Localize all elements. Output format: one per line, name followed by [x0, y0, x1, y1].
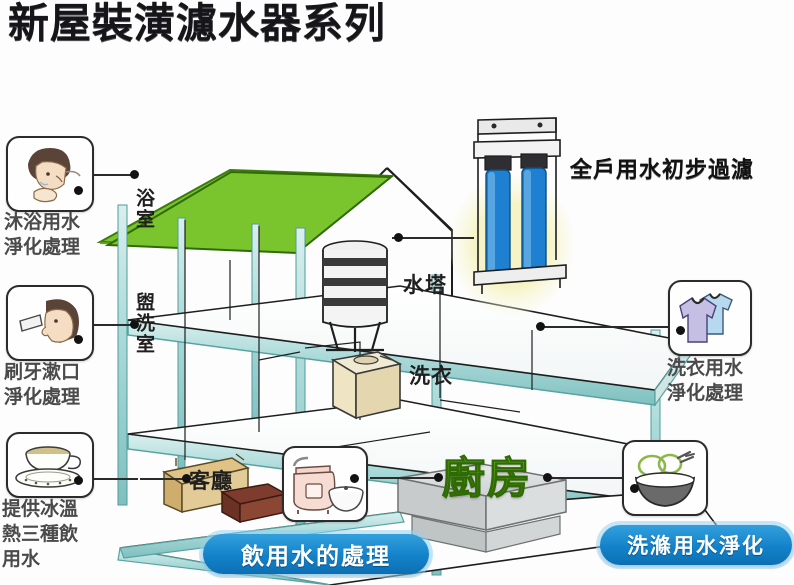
water-tank-icon [322, 240, 388, 352]
callout-label-teacup-line3: 用水 [2, 548, 41, 570]
room-label-bathroom: 浴室 [133, 188, 155, 230]
page-title: 新屋裝潢濾水器系列 [8, 0, 386, 47]
callout-box-shower[interactable] [6, 136, 94, 212]
room-label-kitchen: 廚房 [442, 444, 532, 506]
callout-label-toothbrush-line1: 刷牙漱口 [4, 361, 81, 383]
callout-label-shower-line2: 淨化處理 [4, 236, 81, 258]
callout-box-laundry[interactable] [668, 280, 752, 356]
junction-dot [394, 233, 403, 242]
junction-dot [536, 322, 545, 331]
connector-shower [88, 174, 134, 176]
callout-anchor-dot [630, 484, 639, 493]
callout-anchor-dot [74, 186, 83, 195]
twin-cartridge-filter-icon [473, 117, 567, 294]
callout-anchor-dot [74, 476, 83, 485]
washing-water-badge[interactable]: 洗滌用水淨化 [600, 525, 792, 565]
junction-dot [543, 473, 552, 482]
connector-living-room [140, 478, 188, 480]
callout-label-laundry: 洗衣用水 淨化處理 [667, 356, 743, 406]
teacup-icon [15, 446, 82, 488]
connector-kitchen-dish [547, 477, 623, 479]
callout-label-toothbrush-line2: 淨化處理 [4, 386, 81, 408]
junction-dot [434, 473, 443, 482]
room-label-water-tower: 水塔 [403, 273, 447, 297]
kitchen-counter-icon [397, 463, 567, 553]
callout-label-laundry-line1: 洗衣用水 [667, 357, 744, 379]
washing-machine-icon [330, 351, 403, 420]
junction-dot [182, 474, 191, 483]
connector-tooth [88, 324, 134, 326]
connector-cooker-kitchen [370, 477, 442, 479]
connector-cup [88, 478, 138, 480]
connector-tank-filter [392, 237, 474, 239]
callout-anchor-dot [350, 474, 359, 483]
room-label-laundry: 洗衣 [409, 364, 453, 388]
callout-label-shower: 沐浴用水 淨化處理 [4, 210, 80, 260]
shower-person-icon [28, 148, 81, 203]
toothbrush-person-icon [19, 299, 79, 343]
tshirts-icon [679, 293, 733, 343]
callout-label-toothbrush: 刷牙漱口 淨化處理 [4, 360, 80, 410]
callout-label-teacup-line2: 熱三種飲 [2, 523, 79, 545]
callout-label-teacup: 提供冰溫 熱三種飲 用水 [2, 497, 78, 572]
callout-anchor-dot [676, 326, 685, 335]
callout-label-teacup-line1: 提供冰溫 [2, 498, 79, 520]
callout-box-dishwashing[interactable] [622, 440, 708, 516]
callout-label-laundry-line2: 淨化處理 [667, 382, 744, 404]
rice-cooker-icon [292, 456, 364, 514]
junction-dot [130, 320, 139, 329]
connector-laundry [540, 326, 668, 328]
junction-dot [130, 170, 139, 179]
room-label-washroom: 盥洗室 [133, 292, 155, 355]
dish-bowl-icon [634, 450, 696, 507]
coffee-table-icon [220, 483, 289, 524]
callout-box-rice-cooker[interactable] [282, 446, 368, 522]
room-label-living-room: 客廳 [189, 469, 233, 493]
callout-box-toothbrush[interactable] [6, 285, 94, 361]
callout-anchor-dot [74, 335, 83, 344]
drinking-water-badge[interactable]: 飲用水的處理 [203, 534, 429, 574]
callout-label-shower-line1: 沐浴用水 [4, 211, 81, 233]
filter-caption: 全戶用水初步過濾 [570, 158, 755, 183]
callout-box-teacup[interactable] [6, 432, 94, 498]
